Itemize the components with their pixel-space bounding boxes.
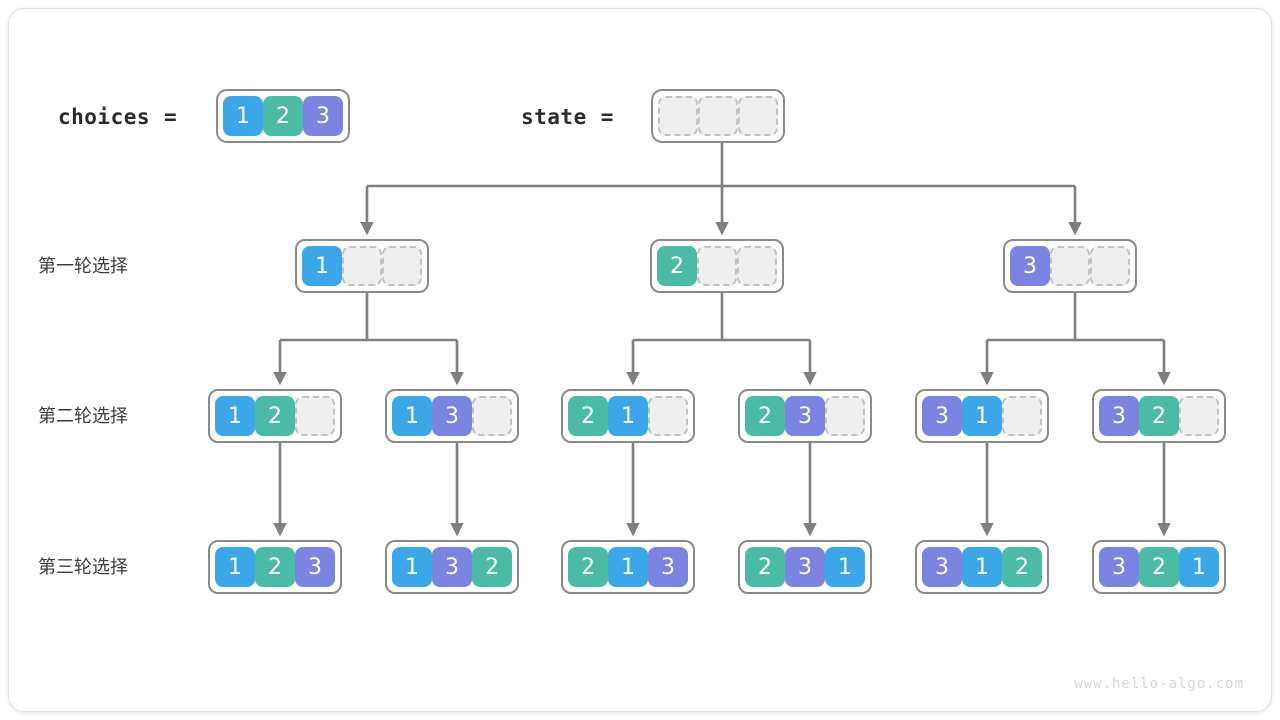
array-cell-filled: 3	[648, 547, 688, 587]
array-cell-filled: 2	[263, 96, 303, 136]
array-cell-filled: 3	[432, 547, 472, 587]
array-cell-empty	[295, 396, 335, 436]
array-cell-filled: 2	[255, 396, 295, 436]
array-cell-filled: 1	[608, 547, 648, 587]
array-cell-filled: 2	[568, 547, 608, 587]
watermark: www.hello-algo.com	[1074, 676, 1244, 692]
array-cell-empty	[1090, 246, 1130, 286]
array-cell-empty	[1179, 396, 1219, 436]
array-cell-filled: 3	[1099, 396, 1139, 436]
array-cell-empty	[658, 96, 698, 136]
array-cell-filled: 1	[215, 396, 255, 436]
array-cell-filled: 1	[215, 547, 255, 587]
array-cell-empty	[738, 96, 778, 136]
array-cell-empty	[825, 396, 865, 436]
array-cell-filled: 3	[785, 396, 825, 436]
array-cell-filled: 1	[392, 547, 432, 587]
array-cell-filled: 3	[922, 396, 962, 436]
choices-equals: =	[164, 105, 177, 129]
array-cell-filled: 3	[303, 96, 343, 136]
array-cell-filled: 2	[1139, 396, 1179, 436]
array-cell-filled: 2	[657, 246, 697, 286]
array-cell-filled: 2	[568, 396, 608, 436]
array-cell-empty	[648, 396, 688, 436]
state-label: state	[521, 105, 587, 129]
choices-label: choices	[58, 105, 151, 129]
array-cell-empty	[382, 246, 422, 286]
array-cell-filled: 2	[1002, 547, 1042, 587]
state-assignment: state =	[521, 89, 629, 145]
array-cell-filled: 3	[295, 547, 335, 587]
row-caption-round-1: 第一轮选择	[38, 256, 128, 277]
array-cell-filled: 1	[962, 396, 1002, 436]
array-cell-empty	[472, 396, 512, 436]
array-cell-filled: 2	[745, 396, 785, 436]
array-cell-filled: 2	[472, 547, 512, 587]
array-cell-filled: 1	[608, 396, 648, 436]
choices-assignment: choices =	[58, 89, 193, 145]
diagram-card	[8, 8, 1272, 712]
array-cell-filled: 3	[922, 547, 962, 587]
array-cell-filled: 2	[1139, 547, 1179, 587]
row-caption-round-2: 第二轮选择	[38, 406, 128, 427]
state-equals: =	[600, 105, 614, 129]
state-array	[651, 89, 785, 143]
node-round1-2: 2	[650, 239, 784, 293]
array-cell-empty	[737, 246, 777, 286]
array-cell-filled: 1	[962, 547, 1002, 587]
row-caption-round-3: 第三轮选择	[38, 557, 128, 578]
array-cell-empty	[342, 246, 382, 286]
array-cell-filled: 3	[1010, 246, 1050, 286]
array-cell-filled: 1	[1179, 547, 1219, 587]
array-cell-filled: 2	[745, 547, 785, 587]
node-round1-3: 3	[1003, 239, 1137, 293]
array-cell-filled: 1	[302, 246, 342, 286]
array-cell-empty	[698, 96, 738, 136]
array-cell-empty	[1050, 246, 1090, 286]
array-cell-empty	[697, 246, 737, 286]
array-cell-filled: 2	[255, 547, 295, 587]
array-cell-filled: 3	[785, 547, 825, 587]
array-cell-filled: 1	[223, 96, 263, 136]
array-cell-filled: 3	[1099, 547, 1139, 587]
array-cell-filled: 1	[392, 396, 432, 436]
array-cell-filled: 3	[432, 396, 472, 436]
array-cell-filled: 1	[825, 547, 865, 587]
node-round1-1: 1	[295, 239, 429, 293]
array-cell-empty	[1002, 396, 1042, 436]
